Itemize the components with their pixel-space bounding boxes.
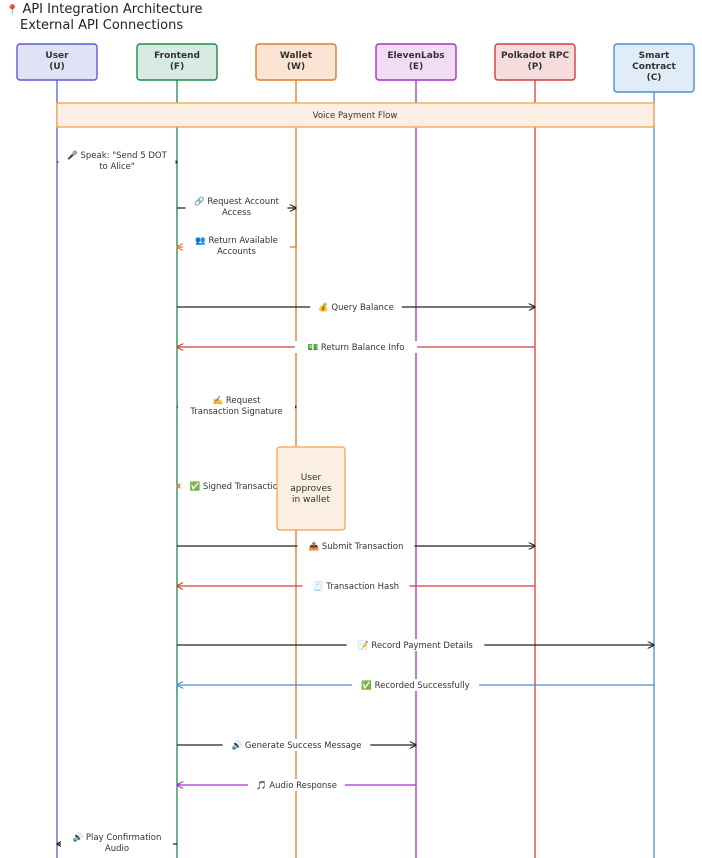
message-label: Accounts (217, 247, 256, 257)
message-label: ✅ Signed Transaction (190, 481, 284, 492)
message-5: 💵 Return Balance Info (177, 341, 535, 353)
message-label: ✅ Recorded Successfully (361, 680, 469, 691)
message-label: ✍️ Request (213, 395, 261, 406)
message-13: 🎵 Audio Response (177, 779, 416, 791)
message-label-bg (294, 341, 418, 353)
message-label: 👥 Return Available (195, 236, 278, 246)
message-label: Transaction Signature (189, 407, 282, 417)
title-line-1: 📍API Integration Architecture (6, 2, 203, 18)
note-box (276, 446, 346, 531)
message-label-bg (61, 831, 173, 855)
participant-label: (E) (409, 62, 423, 72)
message-10: 📝 Record Payment Details (177, 639, 654, 651)
message-label: 🔊 Generate Success Message (232, 740, 362, 751)
message-label-bg (351, 679, 480, 691)
message-label: to Alice" (99, 162, 135, 172)
participant-u: User(U) (16, 43, 98, 81)
note-text: in wallet (292, 495, 330, 505)
message-4: 💰 Query Balance (177, 301, 535, 313)
message-label: 🔗 Request Account (194, 196, 280, 207)
title-text-1: API Integration Architecture (22, 2, 203, 17)
participant-label: Frontend (154, 51, 200, 61)
message-label-bg (185, 195, 288, 219)
message-label-bg (302, 580, 410, 592)
message-label: 🧾 Transaction Hash (313, 581, 399, 592)
participant-label: Polkadot RPC (501, 51, 570, 61)
diagram-title: 📍API Integration Architecture External A… (6, 2, 203, 33)
message-label-bg (346, 639, 485, 651)
message-11: ✅ Recorded Successfully (177, 679, 654, 691)
participant-label: ElevenLabs (387, 51, 444, 61)
message-label-bg (310, 301, 402, 313)
message-label: Audio (105, 844, 129, 854)
participant-box (16, 43, 98, 81)
message-label: 🎵 Audio Response (256, 780, 337, 791)
message-label-bg (58, 149, 176, 173)
participant-label: Wallet (280, 51, 313, 61)
title-text-2: External API Connections (20, 18, 184, 33)
participant-e: ElevenLabs(E) (375, 43, 457, 81)
participant-label: (U) (49, 62, 65, 72)
title-line-2: External API Connections (6, 18, 203, 33)
participant-box (613, 43, 695, 93)
message-label-bg (183, 234, 290, 258)
message-label: 💵 Return Balance Info (308, 343, 405, 353)
message-label: 📝 Record Payment Details (358, 640, 473, 651)
participant-label: Contract (632, 62, 676, 72)
participant-label: (F) (170, 62, 184, 72)
note-text: approves (290, 484, 332, 494)
message-8: 📤 Submit Transaction (177, 540, 535, 552)
message-label-bg (180, 480, 293, 492)
message-label: 💰 Query Balance (318, 302, 394, 313)
participant-p: Polkadot RPC(P) (494, 43, 576, 81)
section-voice-payment-flow: Voice Payment Flow (56, 102, 655, 128)
message-label-bg (297, 540, 415, 552)
message-label-bg (177, 394, 296, 418)
participant-w: Wallet(W) (255, 43, 337, 81)
participant-box (494, 43, 576, 81)
message-label: 📤 Submit Transaction (309, 541, 404, 552)
participant-box (255, 43, 337, 81)
participant-label: (W) (287, 62, 305, 72)
participant-label: User (45, 51, 69, 61)
message-9: 🧾 Transaction Hash (177, 580, 535, 592)
participant-box (375, 43, 457, 81)
message-label: Access (222, 208, 252, 218)
message-12: 🔊 Generate Success Message (177, 739, 416, 751)
participant-label: (P) (528, 62, 543, 72)
participant-label: Smart (639, 51, 670, 61)
message-label: 🎤 Speak: "Send 5 DOT (67, 150, 167, 161)
message-label: 🔊 Play Confirmation (73, 832, 162, 843)
participant-label: (C) (647, 73, 662, 83)
message-label-bg (222, 739, 371, 751)
participant-f: Frontend(F) (136, 43, 218, 81)
section-box (56, 102, 655, 128)
section-label: Voice Payment Flow (313, 111, 398, 121)
message-label-bg (248, 779, 345, 791)
participant-box (136, 43, 218, 81)
pin-icon: 📍 (6, 5, 19, 16)
message-7: ✅ Signed Transaction (177, 480, 296, 492)
note-text: User (301, 473, 322, 483)
